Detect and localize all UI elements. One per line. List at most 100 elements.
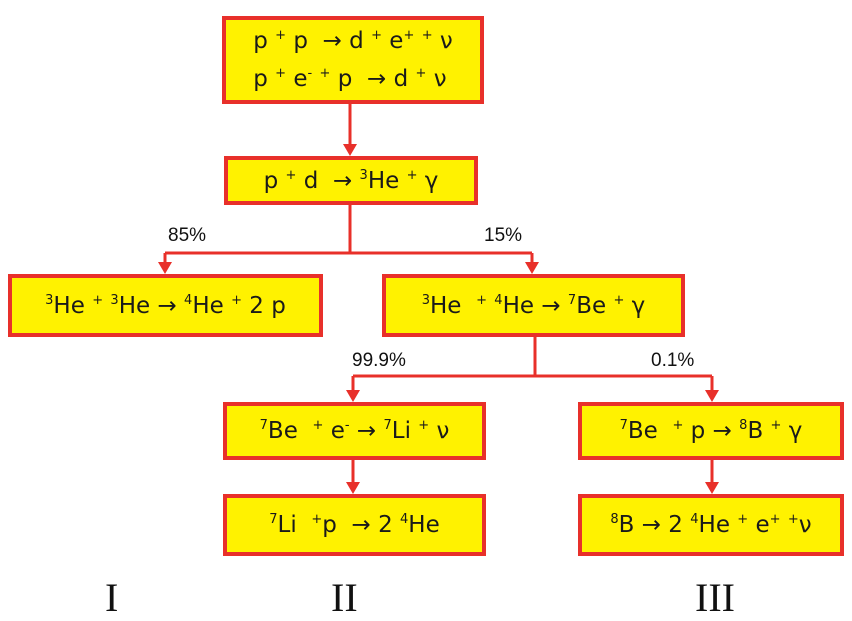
branch-label-85: 85% xyxy=(168,225,207,246)
equation-text xyxy=(781,512,788,538)
equation-text: γ xyxy=(624,292,646,319)
superscript: 3 xyxy=(359,167,368,183)
equation-text: ν xyxy=(798,512,812,538)
superscript: 7 xyxy=(269,512,278,527)
equation-text: ν xyxy=(426,66,447,92)
arrowhead-to-pd xyxy=(343,144,357,156)
superscript: - xyxy=(344,418,350,433)
reaction-be7-ecapture: 7Be + e- → 7Li + ν xyxy=(260,418,450,444)
superscript: 7 xyxy=(383,418,392,433)
superscript: + xyxy=(92,292,104,308)
superscript: + xyxy=(275,66,287,81)
equation-text: Li xyxy=(391,418,419,444)
arrowhead-to-li7p xyxy=(346,482,360,494)
superscript: 4 xyxy=(494,292,503,308)
equation-text: p → d xyxy=(330,66,416,92)
equation-text: Be xyxy=(627,418,673,444)
equation-text: B → 2 xyxy=(618,512,691,538)
equation-text: e xyxy=(748,512,770,538)
reaction-he3-he3: 3He + 3He → 4He + 2 p xyxy=(45,293,286,319)
equation-text: p xyxy=(253,66,276,92)
superscript: + xyxy=(737,512,749,527)
reaction-pep-line: p + e- + p → d + ν xyxy=(253,60,446,98)
equation-text xyxy=(414,28,421,54)
equation-text: ν xyxy=(429,418,450,444)
arrowhead-to-he3he3 xyxy=(158,262,172,274)
equation-text: → xyxy=(349,418,384,444)
superscript: + xyxy=(371,28,382,43)
chain-label-3: III xyxy=(695,575,735,620)
equation-text: He xyxy=(698,512,738,538)
superscript: + xyxy=(311,512,323,527)
equation-text: He xyxy=(53,292,93,319)
box-be7-p: 7Be + p → 8B + γ xyxy=(578,402,844,460)
superscript: + xyxy=(770,418,782,433)
superscript: + xyxy=(672,418,684,433)
box-pd-capture: p + d → 3He + γ xyxy=(224,156,478,205)
equation-text: B xyxy=(747,418,771,444)
branch-label-99-9: 99.9% xyxy=(352,350,406,371)
equation-text: p xyxy=(253,28,276,54)
superscript: + xyxy=(285,167,297,183)
equation-text: Be xyxy=(576,292,614,319)
equation-text: p → 2 xyxy=(322,512,401,538)
equation-text: p → xyxy=(683,418,740,444)
reaction-he3-he4: 3He + 4He → 7Be + γ xyxy=(422,293,646,319)
superscript: + xyxy=(275,28,287,43)
equation-text: e xyxy=(323,418,345,444)
arrowhead-to-b8 xyxy=(705,482,719,494)
arrowhead-to-be7e xyxy=(346,390,360,402)
box-be7-ecapture: 7Be + e- → 7Li + ν xyxy=(223,402,486,460)
arrowhead-to-be7p xyxy=(705,390,719,402)
arrowhead-to-he3he4 xyxy=(525,262,539,274)
superscript: + xyxy=(421,28,433,43)
superscript: 3 xyxy=(110,292,119,308)
equation-text: Be xyxy=(267,418,313,444)
branch-label-0-1: 0.1% xyxy=(651,350,695,371)
superscript: - xyxy=(307,66,313,81)
equation-text: e xyxy=(286,66,308,92)
superscript: + xyxy=(319,66,331,81)
equation-text xyxy=(312,66,319,92)
equation-text: He → xyxy=(502,292,568,319)
superscript: 4 xyxy=(690,512,699,527)
superscript: 4 xyxy=(400,512,409,527)
superscript: + xyxy=(769,512,781,527)
box-he3-he4: 3He + 4He → 7Be + γ xyxy=(382,274,685,337)
superscript: + xyxy=(613,292,625,308)
chain-label-2: II xyxy=(331,575,358,620)
box-li7-p: 7Li +p → 2 4He xyxy=(223,494,486,556)
superscript: + xyxy=(406,167,418,183)
equation-text: p → d xyxy=(286,28,372,54)
reaction-b8-decay: 8B → 2 4He + e+ +ν xyxy=(610,512,811,538)
superscript: + xyxy=(415,66,427,81)
superscript: + xyxy=(476,292,487,308)
superscript: + xyxy=(312,418,324,433)
equation-text: He xyxy=(192,292,232,319)
superscript: + xyxy=(418,418,430,433)
reaction-pp-line: p + p → d + e+ + ν xyxy=(253,22,453,60)
equation-text: He xyxy=(429,292,477,319)
equation-text: γ xyxy=(781,418,803,444)
superscript: 8 xyxy=(610,512,619,527)
equation-text: He xyxy=(367,167,407,194)
superscript: + xyxy=(403,28,415,43)
equation-text: p xyxy=(263,167,286,194)
equation-text: γ xyxy=(417,167,439,194)
superscript: 4 xyxy=(184,292,193,308)
superscript: 7 xyxy=(259,418,268,433)
equation-text: He → xyxy=(118,292,185,319)
reaction-pd-capture: p + d → 3He + γ xyxy=(264,168,439,194)
reaction-be7-p: 7Be + p → 8B + γ xyxy=(620,418,803,444)
equation-text: He xyxy=(408,512,440,538)
chain-label-1: I xyxy=(105,575,119,620)
equation-text: e xyxy=(382,28,404,54)
equation-text: 2 p xyxy=(241,292,286,319)
superscript: 3 xyxy=(45,292,54,308)
equation-text: ν xyxy=(432,28,453,54)
equation-text: d → xyxy=(296,167,360,194)
superscript: 8 xyxy=(739,418,748,433)
superscript: 7 xyxy=(619,418,628,433)
